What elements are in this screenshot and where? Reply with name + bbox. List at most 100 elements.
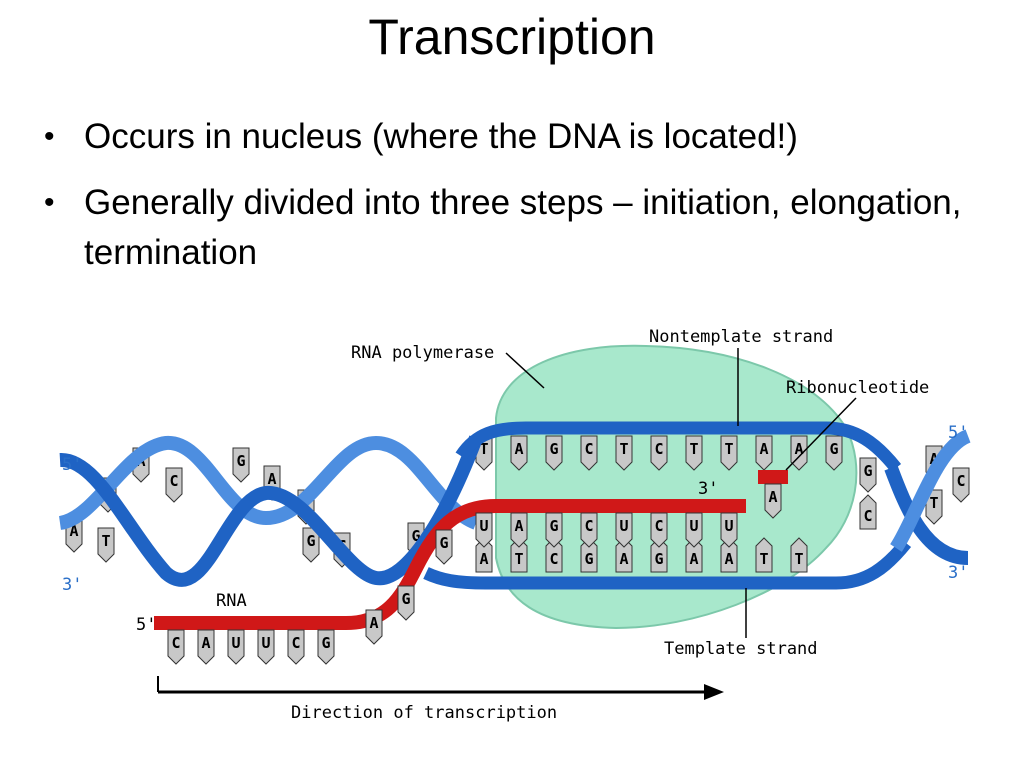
rna-tail-base: U (227, 629, 245, 665)
nontemplate-base: C (650, 435, 668, 471)
base-letter: A (794, 440, 803, 458)
free-ribonucleotide: A (764, 483, 782, 519)
base-letter: A (768, 488, 777, 506)
base-letter: A (689, 550, 698, 568)
nontemplate-base: A (790, 435, 808, 471)
base-letter: A (69, 522, 78, 540)
base-letter: G (584, 550, 593, 568)
rna-3-prime: 3' (698, 479, 718, 499)
rna-tail-base: G (397, 585, 415, 621)
nontemplate-strand-label: Nontemplate strand (649, 327, 833, 347)
left-top-5-prime: 5' (62, 455, 82, 475)
base-letter: U (479, 517, 488, 535)
base-letter: C (654, 440, 663, 458)
right-helix-base: G (859, 457, 877, 493)
base-letter: G (236, 452, 245, 470)
right-helix-base: C (859, 494, 877, 530)
base-letter: T (689, 440, 698, 458)
base-letter: U (231, 634, 240, 652)
rna-tail-base: G (317, 629, 335, 665)
base-letter: G (321, 634, 330, 652)
template-base: T (790, 537, 808, 573)
dna-strand-back (58, 435, 479, 530)
base-letter: G (549, 440, 558, 458)
direction-label: Direction of transcription (291, 703, 557, 723)
base-letter: G (863, 462, 872, 480)
base-letter: C (171, 634, 180, 652)
nontemplate-base: G (825, 435, 843, 471)
nontemplate-base: T (615, 435, 633, 471)
base-letter: T (514, 550, 523, 568)
base-letter: A (369, 614, 378, 632)
dna-helix (58, 421, 972, 590)
bullet-list: • Occurs in nucleus (where the DNA is loc… (44, 112, 984, 294)
rna-bubble-base: U (615, 512, 633, 548)
rna-tail-base: G (435, 529, 453, 565)
base-letter: A (929, 450, 938, 468)
rna-label: RNA (216, 591, 247, 611)
base-letter: A (759, 440, 768, 458)
rna-bubble-base: C (650, 512, 668, 548)
base-letter: A (514, 517, 523, 535)
rna-tail-base: C (287, 629, 305, 665)
base-letter: A (479, 550, 488, 568)
base-letter: C (956, 472, 965, 490)
nontemplate-base: G (545, 435, 563, 471)
base-letter: C (654, 517, 663, 535)
nontemplate-base: A (755, 435, 773, 471)
direction-arrow-head-icon (704, 684, 724, 700)
rna-polymerase-label: RNA polymerase (351, 343, 494, 363)
base-letter: G (401, 590, 410, 608)
base-letter: U (619, 517, 628, 535)
dna-strand-right-b (890, 429, 972, 552)
base-letter: A (201, 634, 210, 652)
base-letter: C (863, 507, 872, 525)
template-base: T (755, 537, 773, 573)
base-letter: G (549, 517, 558, 535)
base-letter: A (619, 550, 628, 568)
ribonucleotide-label: Ribonucleotide (786, 378, 929, 398)
rna-tail-base: A (197, 629, 215, 665)
rna-bubble-base: A (510, 512, 528, 548)
bullet-item: • Occurs in nucleus (where the DNA is loc… (44, 112, 984, 162)
left-helix-base: T (97, 527, 115, 563)
bullet-item: •Generally divided into three steps – in… (44, 178, 984, 278)
right-helix-base: C (952, 467, 970, 503)
rna-bubble-base: U (475, 512, 493, 548)
base-letter: U (724, 517, 733, 535)
base-letter: A (267, 470, 276, 488)
slide-title: Transcription (368, 9, 656, 65)
dna-strand-front (59, 435, 483, 587)
rna-tail-base: C (167, 629, 185, 665)
bullet-text: Occurs in nucleus (where the DNA is loca… (84, 117, 798, 156)
rna-bubble-base: U (720, 512, 738, 548)
base-letter: C (584, 517, 593, 535)
nontemplate-base: C (580, 435, 598, 471)
base-letter: T (101, 532, 110, 550)
template-strand-label: Template strand (664, 639, 818, 659)
left-helix-base: C (165, 467, 183, 503)
rna-polymerase-pointer (505, 352, 545, 389)
base-letter: T (479, 440, 488, 458)
base-letter: C (169, 472, 178, 490)
rna-bubble-base: C (580, 512, 598, 548)
rna-3-end-cap (716, 499, 746, 513)
base-letter: U (689, 517, 698, 535)
right-helix-base: T (925, 489, 943, 525)
base-letter: T (794, 550, 803, 568)
bullet-dot-icon: • (44, 120, 55, 153)
ribonucleotide-cap (758, 470, 788, 484)
ribonucleotide-pointer (785, 397, 857, 471)
base-letter: G (439, 534, 448, 552)
base-letter: G (654, 550, 663, 568)
right-top-5-prime: 5' (948, 423, 968, 443)
nontemplate-base: A (510, 435, 528, 471)
base-letter: C (549, 550, 558, 568)
rna-bubble-base: G (545, 512, 563, 548)
bullet-dot-icon: • (44, 186, 55, 219)
base-letter: G (411, 527, 420, 545)
base-letter: T (759, 550, 768, 568)
dna-strand-right-a (884, 465, 969, 565)
base-letter: C (584, 440, 593, 458)
